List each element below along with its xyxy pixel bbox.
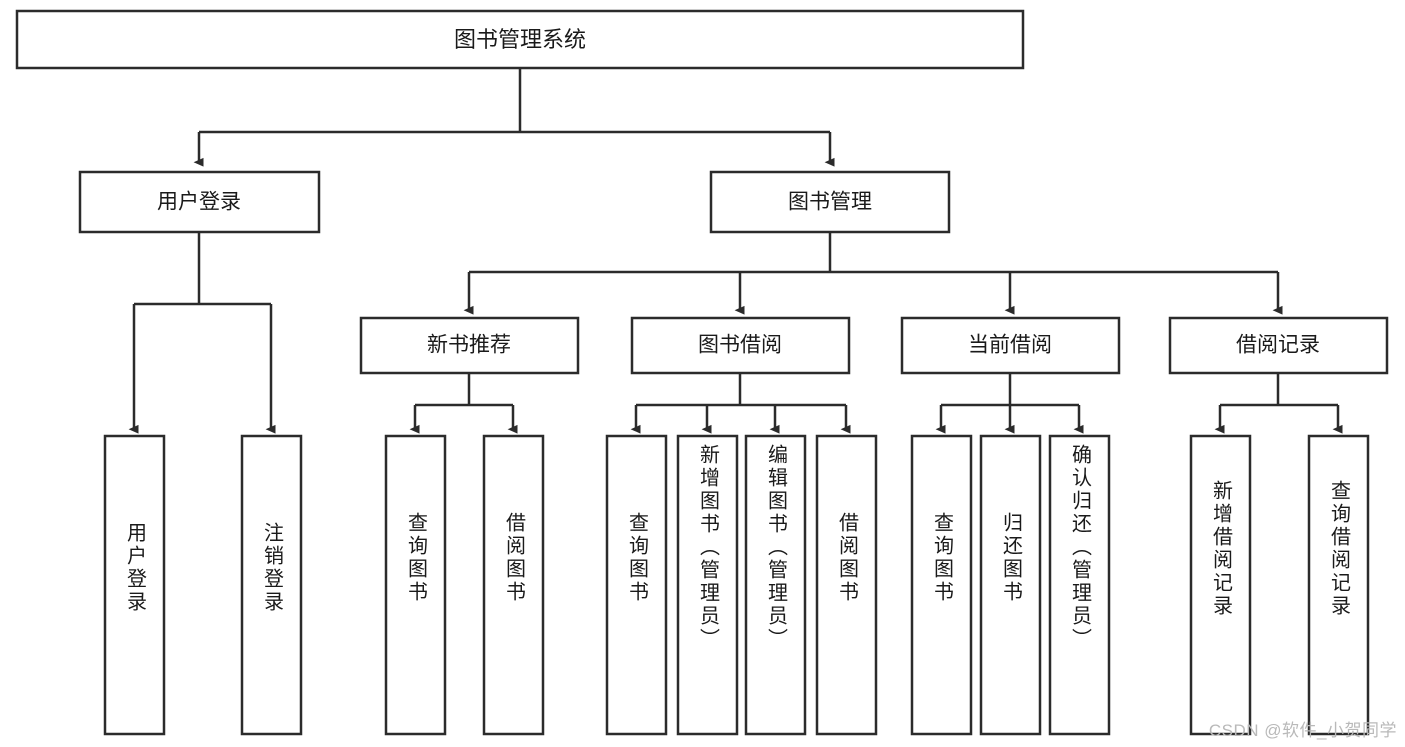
node-new-book-recommend[interactable] [359, 316, 580, 375]
node-leaf-return-book[interactable] [979, 434, 1042, 736]
node-leaf-query-book-3[interactable] [910, 434, 973, 736]
node-leaf-user-logout[interactable] [240, 434, 303, 736]
node-current-borrow-label: 当前借阅 [968, 334, 1052, 357]
node-leaf-borrow-book-1[interactable] [482, 434, 545, 736]
node-leaf-borrow-book-2[interactable] [815, 434, 878, 736]
node-leaf-add-book[interactable] [676, 434, 739, 736]
node-borrow-record-label: 借阅记录 [1236, 334, 1320, 357]
node-user-login-label: 用户登录 [157, 191, 241, 214]
node-leaf-query-book-1[interactable] [384, 434, 447, 736]
node-leaf-query-book-2[interactable] [605, 434, 668, 736]
node-book-borrow[interactable] [630, 316, 851, 375]
node-current-borrow[interactable] [900, 316, 1121, 375]
node-new-book-recommend-label: 新书推荐 [427, 334, 511, 357]
node-book-borrow-label: 图书借阅 [698, 334, 782, 357]
node-leaf-confirm-return[interactable] [1048, 434, 1111, 736]
node-leaf-add-record[interactable] [1189, 434, 1252, 736]
node-root-label: 图书管理系统 [454, 27, 586, 52]
node-leaf-edit-book[interactable] [744, 434, 807, 736]
node-borrow-record[interactable] [1168, 316, 1389, 375]
watermark-text: CSDN @软件_小贺同学 [1208, 721, 1397, 740]
node-leaf-user-login[interactable] [103, 434, 166, 736]
node-book-manage-label: 图书管理 [788, 191, 872, 214]
node-book-manage[interactable] [709, 170, 951, 234]
node-root[interactable] [15, 9, 1025, 70]
node-leaf-query-record[interactable] [1307, 434, 1370, 736]
